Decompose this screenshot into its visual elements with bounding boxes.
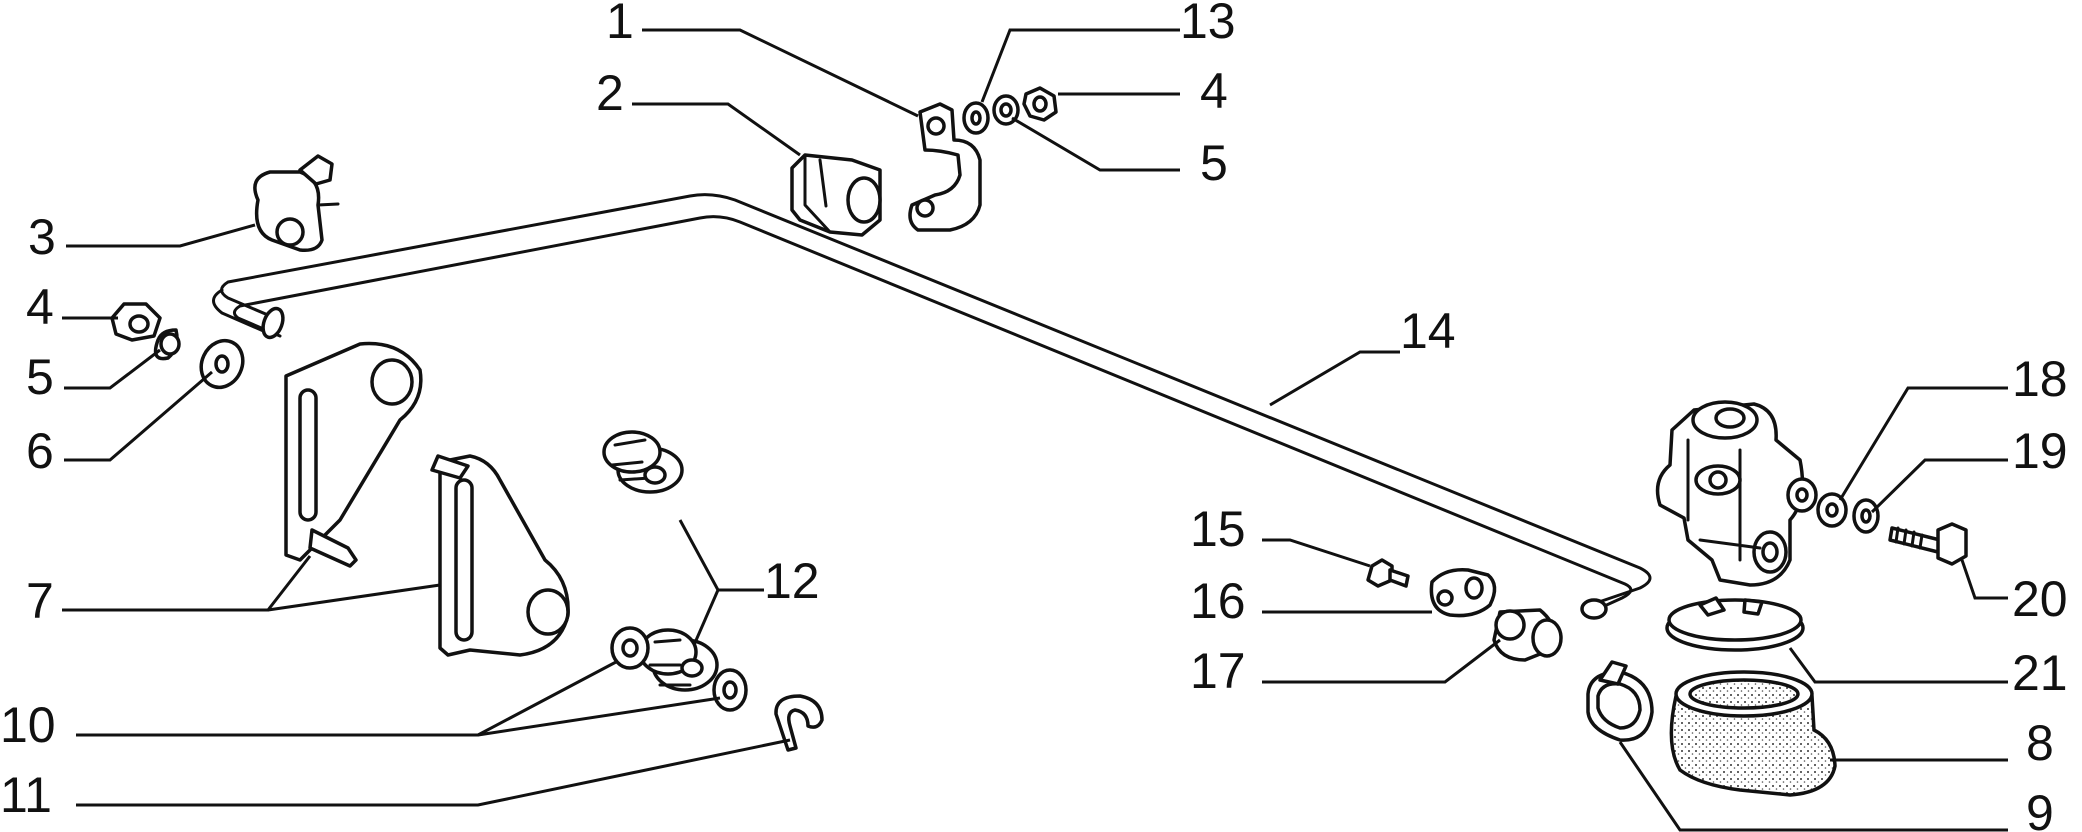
nut-part-4-left	[110, 302, 162, 342]
mounting-plate-part-7-b	[430, 454, 570, 657]
lock-washer-part-5-top	[992, 94, 1020, 126]
label-2: 2	[596, 65, 624, 121]
label-7: 7	[26, 573, 54, 629]
lock-washer-part-19	[1852, 498, 1880, 534]
rubber-bushing-part-2	[790, 153, 882, 237]
lock-washer-part-5-left	[153, 328, 181, 361]
label-1: 1	[606, 0, 634, 49]
bolt-part-20	[1888, 522, 1968, 566]
label-6: 6	[26, 423, 54, 479]
label-14: 14	[1400, 303, 1456, 359]
label-19: 19	[2012, 423, 2068, 479]
link-plate-part-16	[1429, 568, 1497, 618]
washer-part-10-left	[610, 626, 650, 670]
label-4-left: 4	[26, 279, 54, 335]
mounting-plate-part-7-a	[284, 341, 423, 568]
valve-housing	[1655, 400, 1818, 587]
label-21: 21	[2012, 645, 2068, 701]
label-4-top: 4	[1200, 63, 1228, 119]
washer-part-10-right	[712, 668, 748, 712]
hairpin-clip-part-11	[774, 694, 824, 752]
sleeve-part-17	[1492, 608, 1563, 662]
nut-part-4-top	[1022, 86, 1058, 122]
washer-part-13	[962, 101, 990, 135]
hose-clamp-part-9	[1586, 660, 1654, 742]
label-3: 3	[28, 209, 56, 265]
flat-washer-part-6	[199, 338, 245, 390]
label-20: 20	[2012, 571, 2068, 627]
label-18: 18	[2012, 351, 2068, 407]
label-9: 9	[2026, 785, 2054, 832]
label-12: 12	[764, 553, 820, 609]
label-16: 16	[1190, 573, 1246, 629]
label-17: 17	[1190, 643, 1246, 699]
label-13: 13	[1180, 0, 1236, 49]
stabilizer-bar	[212, 193, 1652, 620]
rubber-bushing-part-12-bottom	[638, 628, 719, 692]
label-15: 15	[1190, 501, 1246, 557]
leader-lines	[62, 28, 2008, 832]
u-clamp-part-1	[908, 102, 982, 232]
washer-part-18	[1816, 492, 1848, 528]
label-8: 8	[2026, 715, 2054, 771]
small-bolt-part-15	[1366, 558, 1410, 588]
label-11: 11	[0, 767, 52, 823]
ring-clip-part-21	[1665, 596, 1805, 652]
label-10: 10	[0, 697, 56, 753]
label-5-left: 5	[26, 349, 54, 405]
label-5-top: 5	[1200, 135, 1228, 191]
rubber-bushing-part-12-top	[602, 430, 684, 494]
clamp-bracket-part-3	[253, 154, 340, 253]
rubber-boot-part-8	[1669, 670, 1837, 797]
